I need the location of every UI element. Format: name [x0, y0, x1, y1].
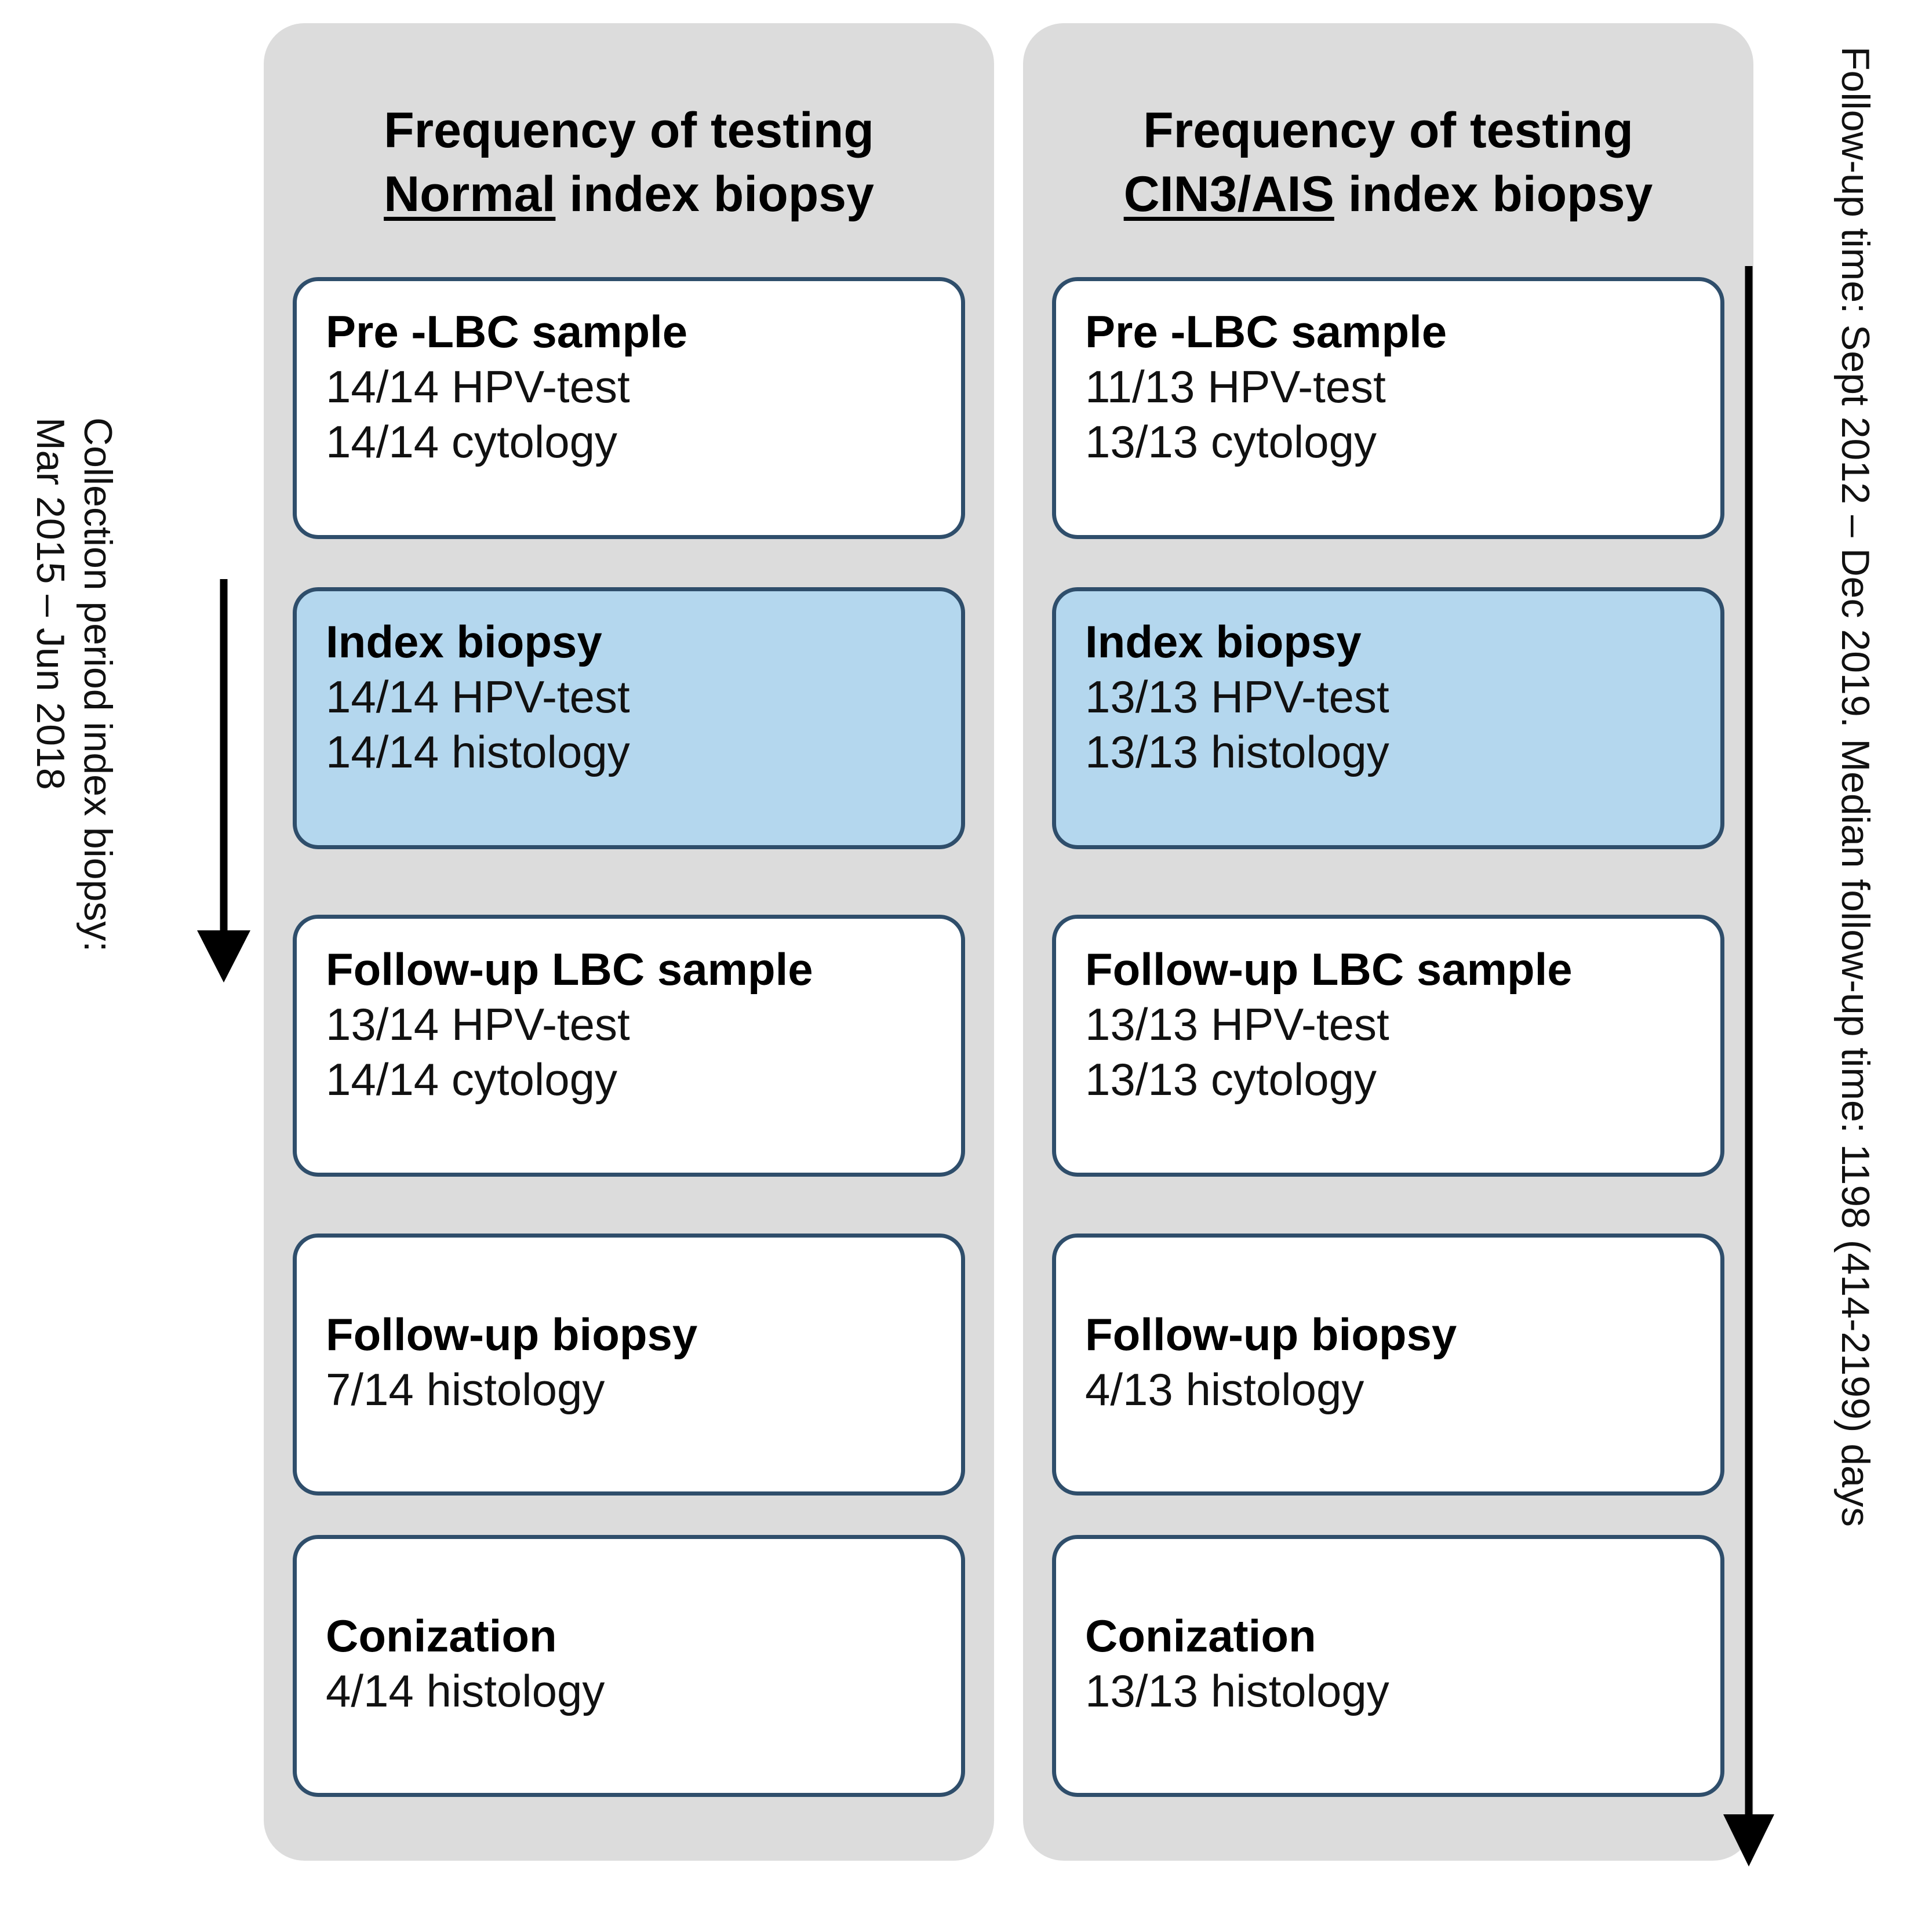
card-stat-line: 13/13 HPV-test: [1085, 671, 1389, 723]
card-title: Follow-up LBC sample: [1085, 944, 1573, 995]
followup-time-down-arrow-icon: [1723, 266, 1774, 1866]
followup-time-axis-label: Follow-up time: Sept 2012 – Dec 2019. Me…: [1833, 35, 1907, 1832]
card-stat-line: 13/13 histology: [1085, 1665, 1389, 1717]
card-normal-conization[interactable]: Conization 4/14 histology: [293, 1535, 965, 1797]
card-stat-line: 4/13 histology: [1085, 1364, 1364, 1416]
card-stat-line: 14/14 cytology: [326, 1054, 618, 1105]
collection-period-line-1: Collection period index biopsy:: [76, 417, 120, 952]
panel-normal-title-line1: Frequency of testing: [384, 103, 874, 158]
card-cin3ais-pre-lbc-sample[interactable]: Pre -LBC sample 11/13 HPV-test 13/13 cyt…: [1052, 277, 1724, 539]
card-title: Conization: [1085, 1610, 1316, 1661]
card-stat-line: 13/13 histology: [1085, 726, 1389, 778]
card-normal-index-biopsy[interactable]: Index biopsy 14/14 HPV-test 14/14 histol…: [293, 587, 965, 849]
panel-cin3ais-title-underlined: CIN3/AIS: [1123, 166, 1334, 223]
card-title: Index biopsy: [326, 616, 602, 667]
followup-time-text: Follow-up time: Sept 2012 – Dec 2019. Me…: [1833, 46, 1877, 1527]
card-cin3ais-conization[interactable]: Conization 13/13 histology: [1052, 1535, 1724, 1797]
card-cin3ais-followup-biopsy[interactable]: Follow-up biopsy 4/13 histology: [1052, 1234, 1724, 1496]
card-stat-line: 14/14 HPV-test: [326, 361, 630, 413]
panel-cin3ais-title-rest: index biopsy: [1334, 166, 1653, 223]
card-title: Follow-up biopsy: [1085, 1309, 1457, 1360]
card-normal-pre-lbc-sample[interactable]: Pre -LBC sample 14/14 HPV-test 14/14 cyt…: [293, 277, 965, 539]
collection-period-line-2: Mar 2015 – Jun 2018: [28, 417, 72, 790]
card-stat-line: 13/13 HPV-test: [1085, 999, 1389, 1050]
collection-period-down-arrow-icon: [197, 579, 250, 983]
card-title: Conization: [326, 1610, 557, 1661]
card-cin3ais-followup-lbc-sample[interactable]: Follow-up LBC sample 13/13 HPV-test 13/1…: [1052, 915, 1724, 1177]
card-stat-line: 14/14 cytology: [326, 416, 618, 468]
card-stat-line: 7/14 histology: [326, 1364, 605, 1416]
panel-cin3ais-title: Frequency of testing CIN3/AIS index biop…: [1023, 99, 1753, 226]
card-stat-line: 13/14 HPV-test: [326, 999, 630, 1050]
card-title: Index biopsy: [1085, 616, 1362, 667]
panel-normal-title: Frequency of testing Normal index biopsy: [264, 99, 994, 226]
card-title: Pre -LBC sample: [1085, 306, 1447, 357]
card-title: Pre -LBC sample: [326, 306, 688, 357]
card-stat-line: 13/13 cytology: [1085, 1054, 1377, 1105]
panel-normal-title-rest: index biopsy: [555, 166, 874, 223]
card-stat-line: 11/13 HPV-test: [1085, 361, 1386, 413]
card-stat-line: 4/14 histology: [326, 1665, 605, 1717]
panel-cin3ais-title-line1: Frequency of testing: [1143, 103, 1633, 158]
card-stat-line: 14/14 histology: [326, 726, 630, 778]
card-stat-line: 13/13 cytology: [1085, 416, 1377, 468]
card-title: Follow-up biopsy: [326, 1309, 698, 1360]
card-title: Follow-up LBC sample: [326, 944, 813, 995]
panel-normal-title-underlined: Normal: [384, 166, 556, 223]
card-normal-followup-biopsy[interactable]: Follow-up biopsy 7/14 histology: [293, 1234, 965, 1496]
card-cin3ais-index-biopsy[interactable]: Index biopsy 13/13 HPV-test 13/13 histol…: [1052, 587, 1724, 849]
card-stat-line: 14/14 HPV-test: [326, 671, 630, 723]
collection-period-axis-label: Collection period index biopsy: Mar 2015…: [17, 406, 133, 1043]
card-normal-followup-lbc-sample[interactable]: Follow-up LBC sample 13/14 HPV-test 14/1…: [293, 915, 965, 1177]
